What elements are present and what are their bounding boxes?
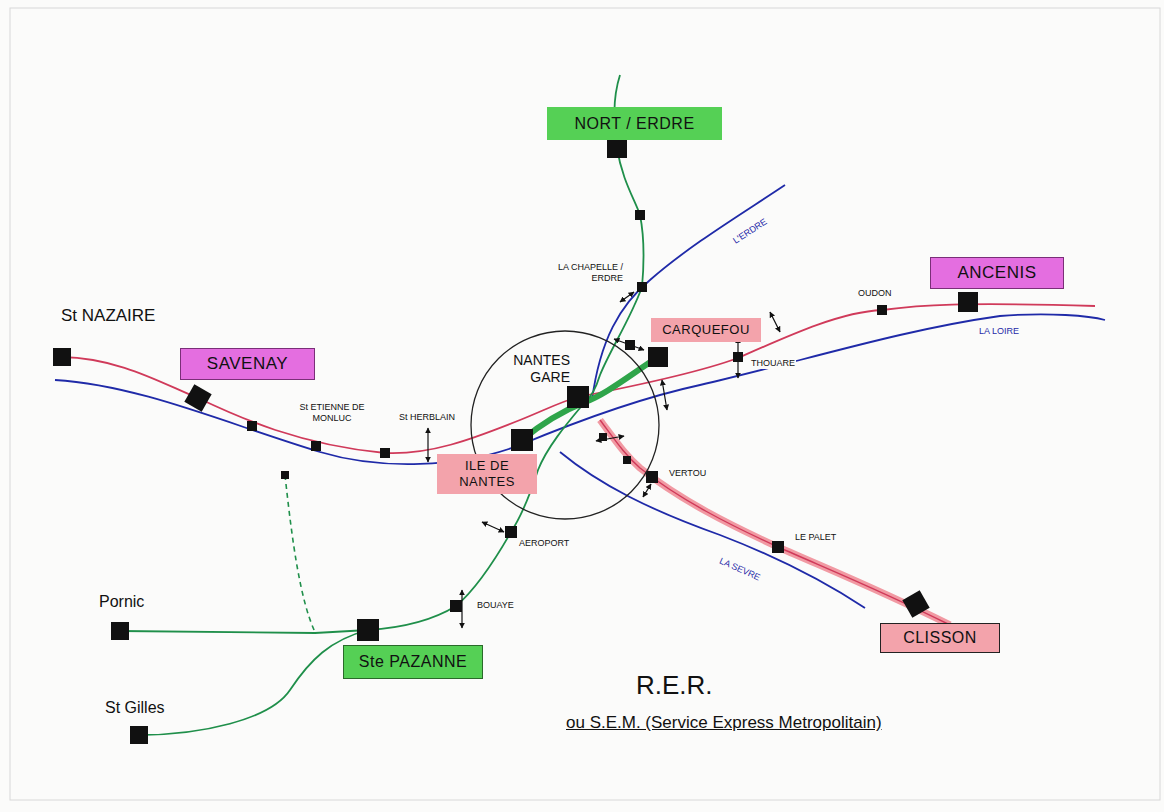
station-name: CLISSON	[903, 628, 977, 647]
place-label: VERTOU	[668, 468, 707, 479]
st-gilles-line	[139, 630, 368, 735]
sevre-river	[560, 452, 865, 608]
station-square	[130, 726, 148, 744]
rivers	[55, 185, 1105, 608]
station-box: CARQUEFOU	[651, 318, 761, 342]
station-square	[607, 138, 627, 158]
sheet-border	[10, 8, 1160, 800]
place-label: OUDON	[857, 288, 893, 299]
station-square	[958, 292, 978, 312]
place-label: LA LOIRE	[978, 326, 1020, 337]
station-square	[450, 600, 462, 612]
station-name: ILE DE NANTES	[447, 458, 527, 489]
clisson-band	[600, 420, 950, 625]
connection-arrow	[643, 484, 651, 497]
station-box: ILE DE NANTES	[437, 454, 537, 494]
station-square	[53, 348, 71, 366]
place-label: L'ERDRE	[730, 216, 770, 247]
station-square	[511, 429, 533, 451]
connection-arrow	[662, 380, 667, 410]
map-title: R.E.R.	[636, 670, 713, 701]
station-square	[567, 386, 589, 408]
place-label: AEROPORT	[518, 538, 570, 549]
station-name: SAVENAY	[207, 354, 288, 374]
loire-river	[55, 314, 1105, 464]
place-label: St Gilles	[104, 698, 166, 717]
station-box: NORT / ERDRE	[547, 107, 722, 140]
station-name: ANCENIS	[957, 263, 1036, 283]
place-label: Pornic	[98, 592, 145, 611]
station-square	[648, 347, 668, 367]
connection-arrow	[482, 522, 504, 532]
place-label: St NAZAIRE	[60, 306, 156, 326]
place-label: St HERBLAIN	[398, 412, 456, 423]
east-west-line	[62, 304, 1095, 453]
map-caption: ou S.E.M. (Service Express Metropolitain…	[566, 712, 882, 734]
station-square	[902, 590, 929, 617]
station-square	[646, 471, 658, 483]
bus-arrows	[428, 292, 780, 628]
clisson-line	[600, 420, 950, 625]
place-label: LE PALET	[794, 532, 837, 543]
station-square	[247, 421, 257, 431]
station-box: CLISSON	[880, 623, 1000, 653]
place-label: THOUARE	[750, 358, 796, 369]
connection-arrow	[770, 312, 780, 332]
planned-line	[285, 475, 315, 632]
station-name: Ste PAZANNE	[359, 652, 467, 671]
station-square	[281, 471, 289, 479]
station-square	[357, 619, 379, 641]
pornic-line	[120, 630, 368, 633]
station-box: SAVENAY	[180, 348, 315, 380]
station-square	[877, 305, 887, 315]
place-label: BOUAYE	[476, 600, 515, 611]
station-square	[311, 441, 321, 451]
station-box: Ste PAZANNE	[343, 645, 483, 679]
connection-arrow	[620, 292, 634, 302]
stations	[53, 138, 978, 744]
place-label: St ETIENNE DE MONLUC	[292, 402, 372, 424]
station-square	[733, 352, 743, 362]
station-name: NORT / ERDRE	[574, 114, 694, 133]
station-square	[380, 448, 390, 458]
station-square	[623, 456, 631, 464]
station-name: CARQUEFOU	[662, 322, 750, 338]
connection-arrow	[427, 428, 428, 462]
station-name: NANTES GARE	[496, 352, 570, 386]
station-square	[637, 282, 647, 292]
station-square	[184, 384, 211, 411]
rail-lines	[62, 75, 1095, 735]
station-square	[111, 622, 129, 640]
station-square	[505, 526, 517, 538]
station-square	[625, 340, 635, 350]
station-box: ANCENIS	[930, 257, 1064, 289]
station-square	[599, 433, 607, 441]
place-label: LA CHAPELLE / ERDRE	[540, 262, 624, 284]
station-square	[772, 541, 784, 553]
station-square	[635, 210, 645, 220]
place-label: LA SEVRE	[717, 555, 763, 583]
